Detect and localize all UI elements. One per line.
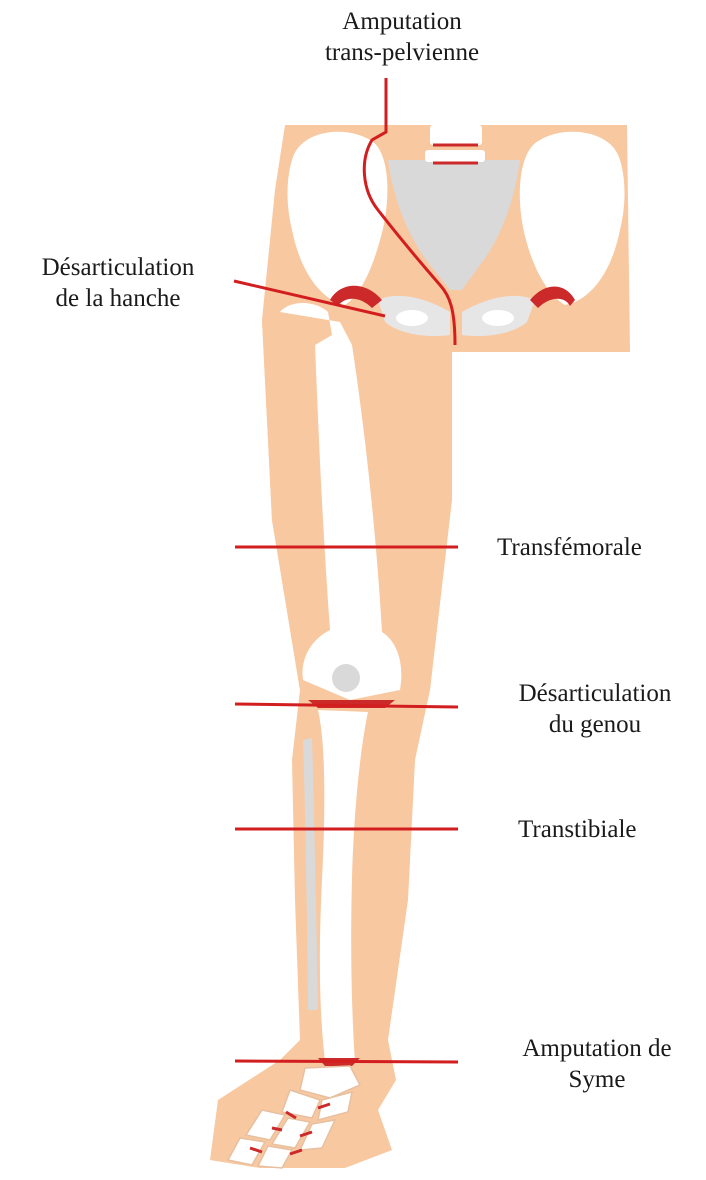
label-knee-line2: du genou [488, 709, 702, 740]
label-hip-line1: Désarticulation [4, 252, 232, 283]
syme-amputation-line [235, 1061, 458, 1062]
label-trans-pelvic: Amputation trans-pelvienne [292, 6, 512, 68]
patella [332, 664, 360, 692]
label-transtibial: Transtibiale [518, 814, 637, 845]
label-syme-line1: Amputation de [490, 1033, 704, 1064]
label-hip-disarticulation: Désarticulation de la hanche [4, 252, 232, 314]
label-trans-pelvic-line2: trans-pelvienne [292, 37, 512, 68]
label-transfemoral: Transfémorale [497, 532, 642, 563]
label-transtibial-text: Transtibiale [518, 814, 637, 845]
vertebra-lower [425, 150, 485, 162]
right-obturator [482, 310, 514, 326]
label-knee-line1: Désarticulation [488, 678, 702, 709]
label-hip-line2: de la hanche [4, 283, 232, 314]
label-syme: Amputation de Syme [490, 1033, 704, 1095]
vertebra-upper [430, 125, 482, 145]
label-syme-line2: Syme [490, 1064, 704, 1095]
left-obturator [396, 310, 428, 326]
label-trans-pelvic-line1: Amputation [292, 6, 512, 37]
label-transfemoral-text: Transfémorale [497, 532, 642, 563]
label-knee-disarticulation: Désarticulation du genou [488, 678, 702, 740]
